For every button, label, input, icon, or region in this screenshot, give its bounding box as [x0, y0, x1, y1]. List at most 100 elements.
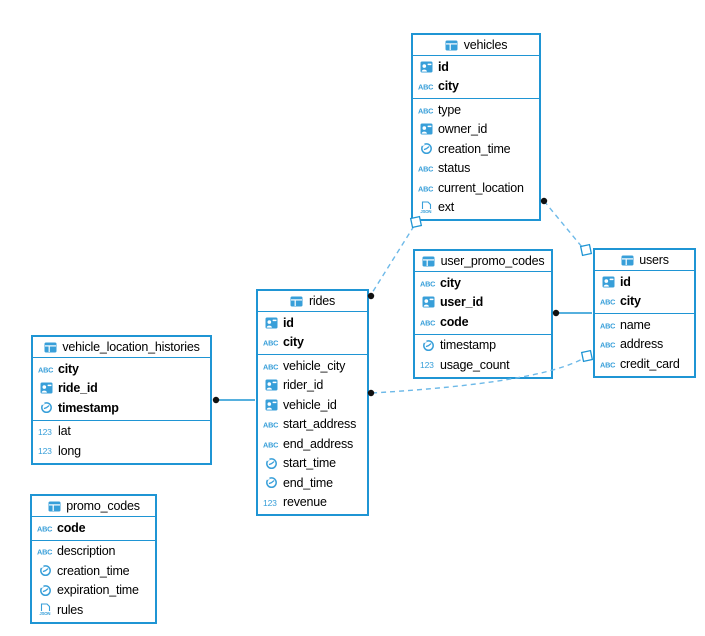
- column-name: revenue: [283, 495, 327, 510]
- number-icon: 123: [419, 359, 437, 370]
- table-icon: [445, 40, 459, 51]
- table-header[interactable]: promo_codes: [32, 496, 155, 517]
- table-icon: [422, 256, 436, 267]
- table-header[interactable]: vehicle_location_histories: [33, 337, 210, 358]
- svg-text:ABC: ABC: [37, 548, 53, 557]
- column-name: name: [620, 317, 651, 332]
- svg-text:ABC: ABC: [600, 298, 616, 307]
- table-icon: [620, 255, 634, 266]
- table-name: rides: [308, 294, 336, 308]
- table-header[interactable]: rides: [258, 291, 367, 312]
- column-name: id: [438, 59, 449, 74]
- column-name: end_time: [283, 475, 333, 490]
- column-name: expiration_time: [57, 583, 139, 598]
- column-row-end_time[interactable]: end_time: [258, 473, 367, 493]
- id-badge-icon: [262, 317, 280, 329]
- text-icon: ABC: [417, 81, 435, 92]
- column-row-expiration_time[interactable]: expiration_time: [32, 581, 155, 601]
- text-icon: ABC: [262, 439, 280, 449]
- section-divider: [32, 539, 155, 541]
- time-icon: [417, 142, 435, 155]
- column-row-id[interactable]: id: [258, 313, 367, 333]
- column-row-creation_time[interactable]: creation_time: [32, 561, 155, 581]
- column-row-owner_id[interactable]: owner_id: [413, 120, 539, 140]
- column-row-ride_id[interactable]: ride_id: [33, 379, 210, 399]
- column-name: vehicle_id: [283, 397, 337, 412]
- column-row-start_time[interactable]: start_time: [258, 454, 367, 474]
- table-icon: [43, 342, 57, 353]
- table-header[interactable]: users: [595, 250, 694, 271]
- column-row-timestamp[interactable]: timestamp: [415, 336, 551, 356]
- svg-text:JSON: JSON: [420, 209, 431, 214]
- svg-text:JSON: JSON: [39, 611, 50, 616]
- column-row-creation_time[interactable]: creation_time: [413, 139, 539, 159]
- text-icon: ABC: [599, 296, 617, 307]
- json-icon: JSON: [417, 201, 435, 214]
- text-icon: ABC: [262, 419, 280, 430]
- json-icon: JSON: [36, 603, 54, 617]
- column-row-rider_id[interactable]: rider_id: [258, 376, 367, 396]
- section-divider: [413, 98, 539, 99]
- column-row-timestamp[interactable]: timestamp: [33, 398, 210, 418]
- id-badge-icon: [262, 399, 280, 411]
- svg-text:ABC: ABC: [38, 365, 54, 374]
- id-badge-icon: [37, 382, 55, 394]
- column-row-vehicle_id[interactable]: vehicle_id: [258, 395, 367, 415]
- column-name: code: [57, 520, 86, 535]
- time-icon: [262, 457, 280, 470]
- column-name: end_address: [283, 436, 354, 451]
- column-row-id[interactable]: id: [595, 272, 694, 292]
- table-icon: [47, 501, 61, 512]
- text-icon: ABC: [37, 364, 55, 374]
- column-name: long: [58, 443, 81, 458]
- svg-text:123: 123: [263, 498, 277, 508]
- column-row-id[interactable]: id: [413, 57, 539, 77]
- column-name: vehicle_city: [283, 358, 346, 373]
- column-row-address[interactable]: ABC address: [595, 335, 694, 355]
- column-name: city: [440, 275, 461, 290]
- table-header[interactable]: vehicles: [413, 35, 539, 56]
- svg-text:ABC: ABC: [263, 339, 279, 348]
- column-name: address: [620, 337, 664, 352]
- column-name: ride_id: [58, 381, 98, 396]
- column-row-revenue[interactable]: 123 revenue: [258, 493, 367, 513]
- column-name: creation_time: [438, 141, 511, 156]
- svg-text:ABC: ABC: [600, 341, 616, 350]
- table-name: vehicles: [463, 38, 508, 52]
- table-header[interactable]: user_promo_codes: [415, 251, 551, 272]
- column-row-user_id[interactable]: user_id: [415, 293, 551, 313]
- column-name: owner_id: [438, 122, 488, 137]
